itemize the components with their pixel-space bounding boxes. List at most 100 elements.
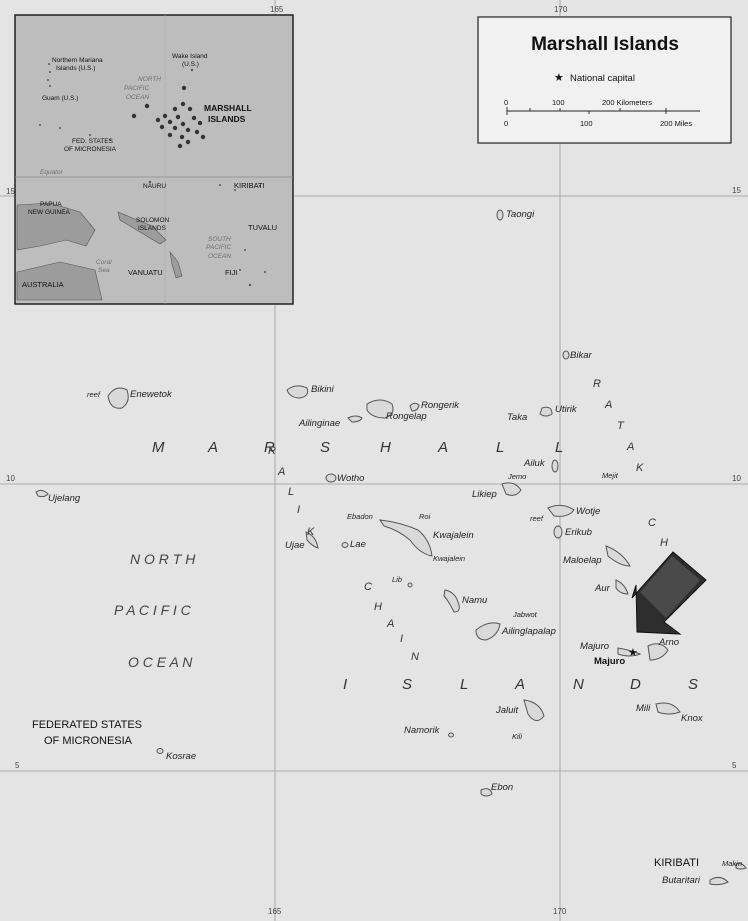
region-ratak-l1: R (593, 378, 601, 390)
label-utirik: Utirik (555, 404, 578, 415)
region-chain-l5: N (411, 651, 419, 663)
label-ebadon: Ebadon (347, 512, 373, 521)
label-erikub: Erikub (565, 527, 592, 538)
region-marshall-l8: L (555, 439, 563, 456)
inset-label-australia: AUSTRALIA (22, 280, 64, 289)
region-marshall-l3: R (264, 439, 275, 456)
country-label-micronesia-2: OF MICRONESIA (44, 735, 133, 747)
region-ratak-l6: C (648, 517, 656, 529)
label-reef-wotje: reef (530, 514, 544, 523)
lon-165-top: 165 (270, 5, 284, 14)
inset-label-png-2: NEW GUINEA (28, 209, 71, 216)
region-islands-l6: D (630, 676, 641, 693)
legend-box: Marshall Islands ★ National capital 0 10… (477, 16, 732, 144)
label-taka: Taka (507, 412, 527, 423)
inset-label-solomon: SOLOMON (136, 217, 170, 224)
inset-label-wake-2: (U.S.) (182, 61, 199, 68)
inset-label-nauru: NAURU (143, 183, 166, 190)
region-marshall-l5: H (380, 439, 391, 456)
region-marshall-l2: A (207, 439, 218, 456)
scale-mi-100: 100 (580, 119, 593, 128)
scale-mi-0: 0 (504, 119, 508, 128)
region-ralik-l5: K (307, 526, 315, 538)
inset-label-north-pacific-2: PACIFIC (124, 85, 149, 92)
label-kwajalein: Kwajalein (433, 530, 474, 541)
region-chain-l2: H (374, 601, 382, 613)
scale-km-200: 200 Kilometers (602, 98, 652, 107)
label-kosrae: Kosrae (166, 751, 196, 762)
label-wotho: Wotho (337, 473, 364, 484)
region-ratak-l5: K (636, 462, 644, 474)
region-islands-l2: S (402, 676, 412, 693)
inset-label-coral-sea: Coral (96, 259, 112, 266)
label-wotje: Wotje (576, 506, 600, 517)
inset-map: Northern Mariana Islands (U.S.) Wake Isl… (6, 14, 294, 305)
label-aur: Aur (594, 583, 611, 594)
inset-label-equator: Equator (40, 169, 64, 176)
region-marshall-l6: A (437, 439, 448, 456)
inset-label-north-pacific: NORTH (138, 76, 161, 83)
inset-label-south-pacific: SOUTH (208, 236, 231, 243)
label-majuro-atoll: Majuro (580, 641, 609, 652)
pointer-arrow-icon (631, 551, 707, 635)
ocean-label-pacific: P A C I F I C (114, 602, 192, 618)
label-lib: Lib (392, 575, 402, 584)
inset-label-tuvalu: TUVALU (248, 223, 277, 232)
region-islands-l7: S (688, 676, 698, 693)
lat-10-right: 10 (732, 474, 741, 483)
inset-label-northern-mariana-2: Islands (U.S.) (56, 65, 95, 72)
label-enewetok: Enewetok (130, 389, 173, 400)
inset-marshall-dots (131, 85, 206, 149)
region-marshall-l4: S (320, 439, 330, 456)
inset-label-marshall-2: ISLANDS (208, 114, 246, 124)
label-kwajalein-island: Kwajalein (433, 554, 465, 563)
lon-170-top: 170 (554, 5, 568, 14)
region-islands-l1: I (343, 676, 347, 693)
inset-label-solomon-2: ISLANDS (138, 225, 166, 232)
inset-label-micronesia-2: OF MICRONESIA (64, 146, 117, 153)
label-roi: Roi (419, 512, 431, 521)
label-rongelap: Rongelap (386, 411, 427, 422)
region-ratak-l4: A (626, 441, 634, 453)
scale-km-0: 0 (504, 98, 508, 107)
label-jaluit: Jaluit (495, 705, 519, 716)
capital-legend-label: National capital (570, 73, 635, 84)
lat-5-right: 5 (732, 761, 737, 770)
inset-label-vanuatu: VANUATU (128, 268, 163, 277)
region-islands-l4: A (514, 676, 525, 693)
inset-label-kiribati: KIRIBATI (234, 181, 265, 190)
label-arno: Arno (658, 637, 679, 648)
region-ralik-l1: R (268, 445, 276, 457)
region-ralik-l2: A (277, 466, 285, 478)
ocean-label-ocean: O C E A N (128, 654, 193, 670)
label-lae: Lae (350, 539, 366, 550)
label-rongerik: Rongerik (421, 400, 460, 411)
region-chain-l3: A (386, 618, 394, 630)
lon-170-bottom: 170 (553, 907, 567, 916)
label-mejit: Mejit (602, 471, 619, 480)
map-title: Marshall Islands (531, 34, 679, 55)
lat-15-right: 15 (732, 186, 741, 195)
region-ralik-l3: L (288, 486, 294, 498)
region-islands-l5: N (573, 676, 584, 693)
label-ailinginae: Ailinginae (298, 418, 340, 429)
ocean-label-north: N O R T H (130, 551, 196, 567)
region-ratak-l2: A (604, 399, 612, 411)
region-marshall-l1: M (152, 439, 165, 456)
inset-label-marshall: MARSHALL (204, 103, 252, 113)
label-ujelang: Ujelang (48, 493, 81, 504)
label-mili: Mili (636, 703, 651, 714)
inset-lat-15: 15 (6, 187, 15, 196)
inset-label-fiji: FIJI (225, 268, 238, 277)
label-reef-enewetok: reef (87, 390, 101, 399)
label-maloelap: Maloelap (563, 555, 602, 566)
capital-star-icon: ★ (554, 72, 564, 84)
label-namorik: Namorik (404, 725, 441, 736)
inset-label-guam: Guam (U.S.) (42, 95, 78, 102)
region-ratak-l3: T (617, 420, 625, 432)
label-makin: Makin (722, 859, 742, 868)
scale-km-100: 100 (552, 98, 565, 107)
scale-bar (506, 107, 700, 115)
lat-10-left: 10 (6, 474, 15, 483)
inset-label-coral-sea-2: Sea (98, 267, 110, 274)
